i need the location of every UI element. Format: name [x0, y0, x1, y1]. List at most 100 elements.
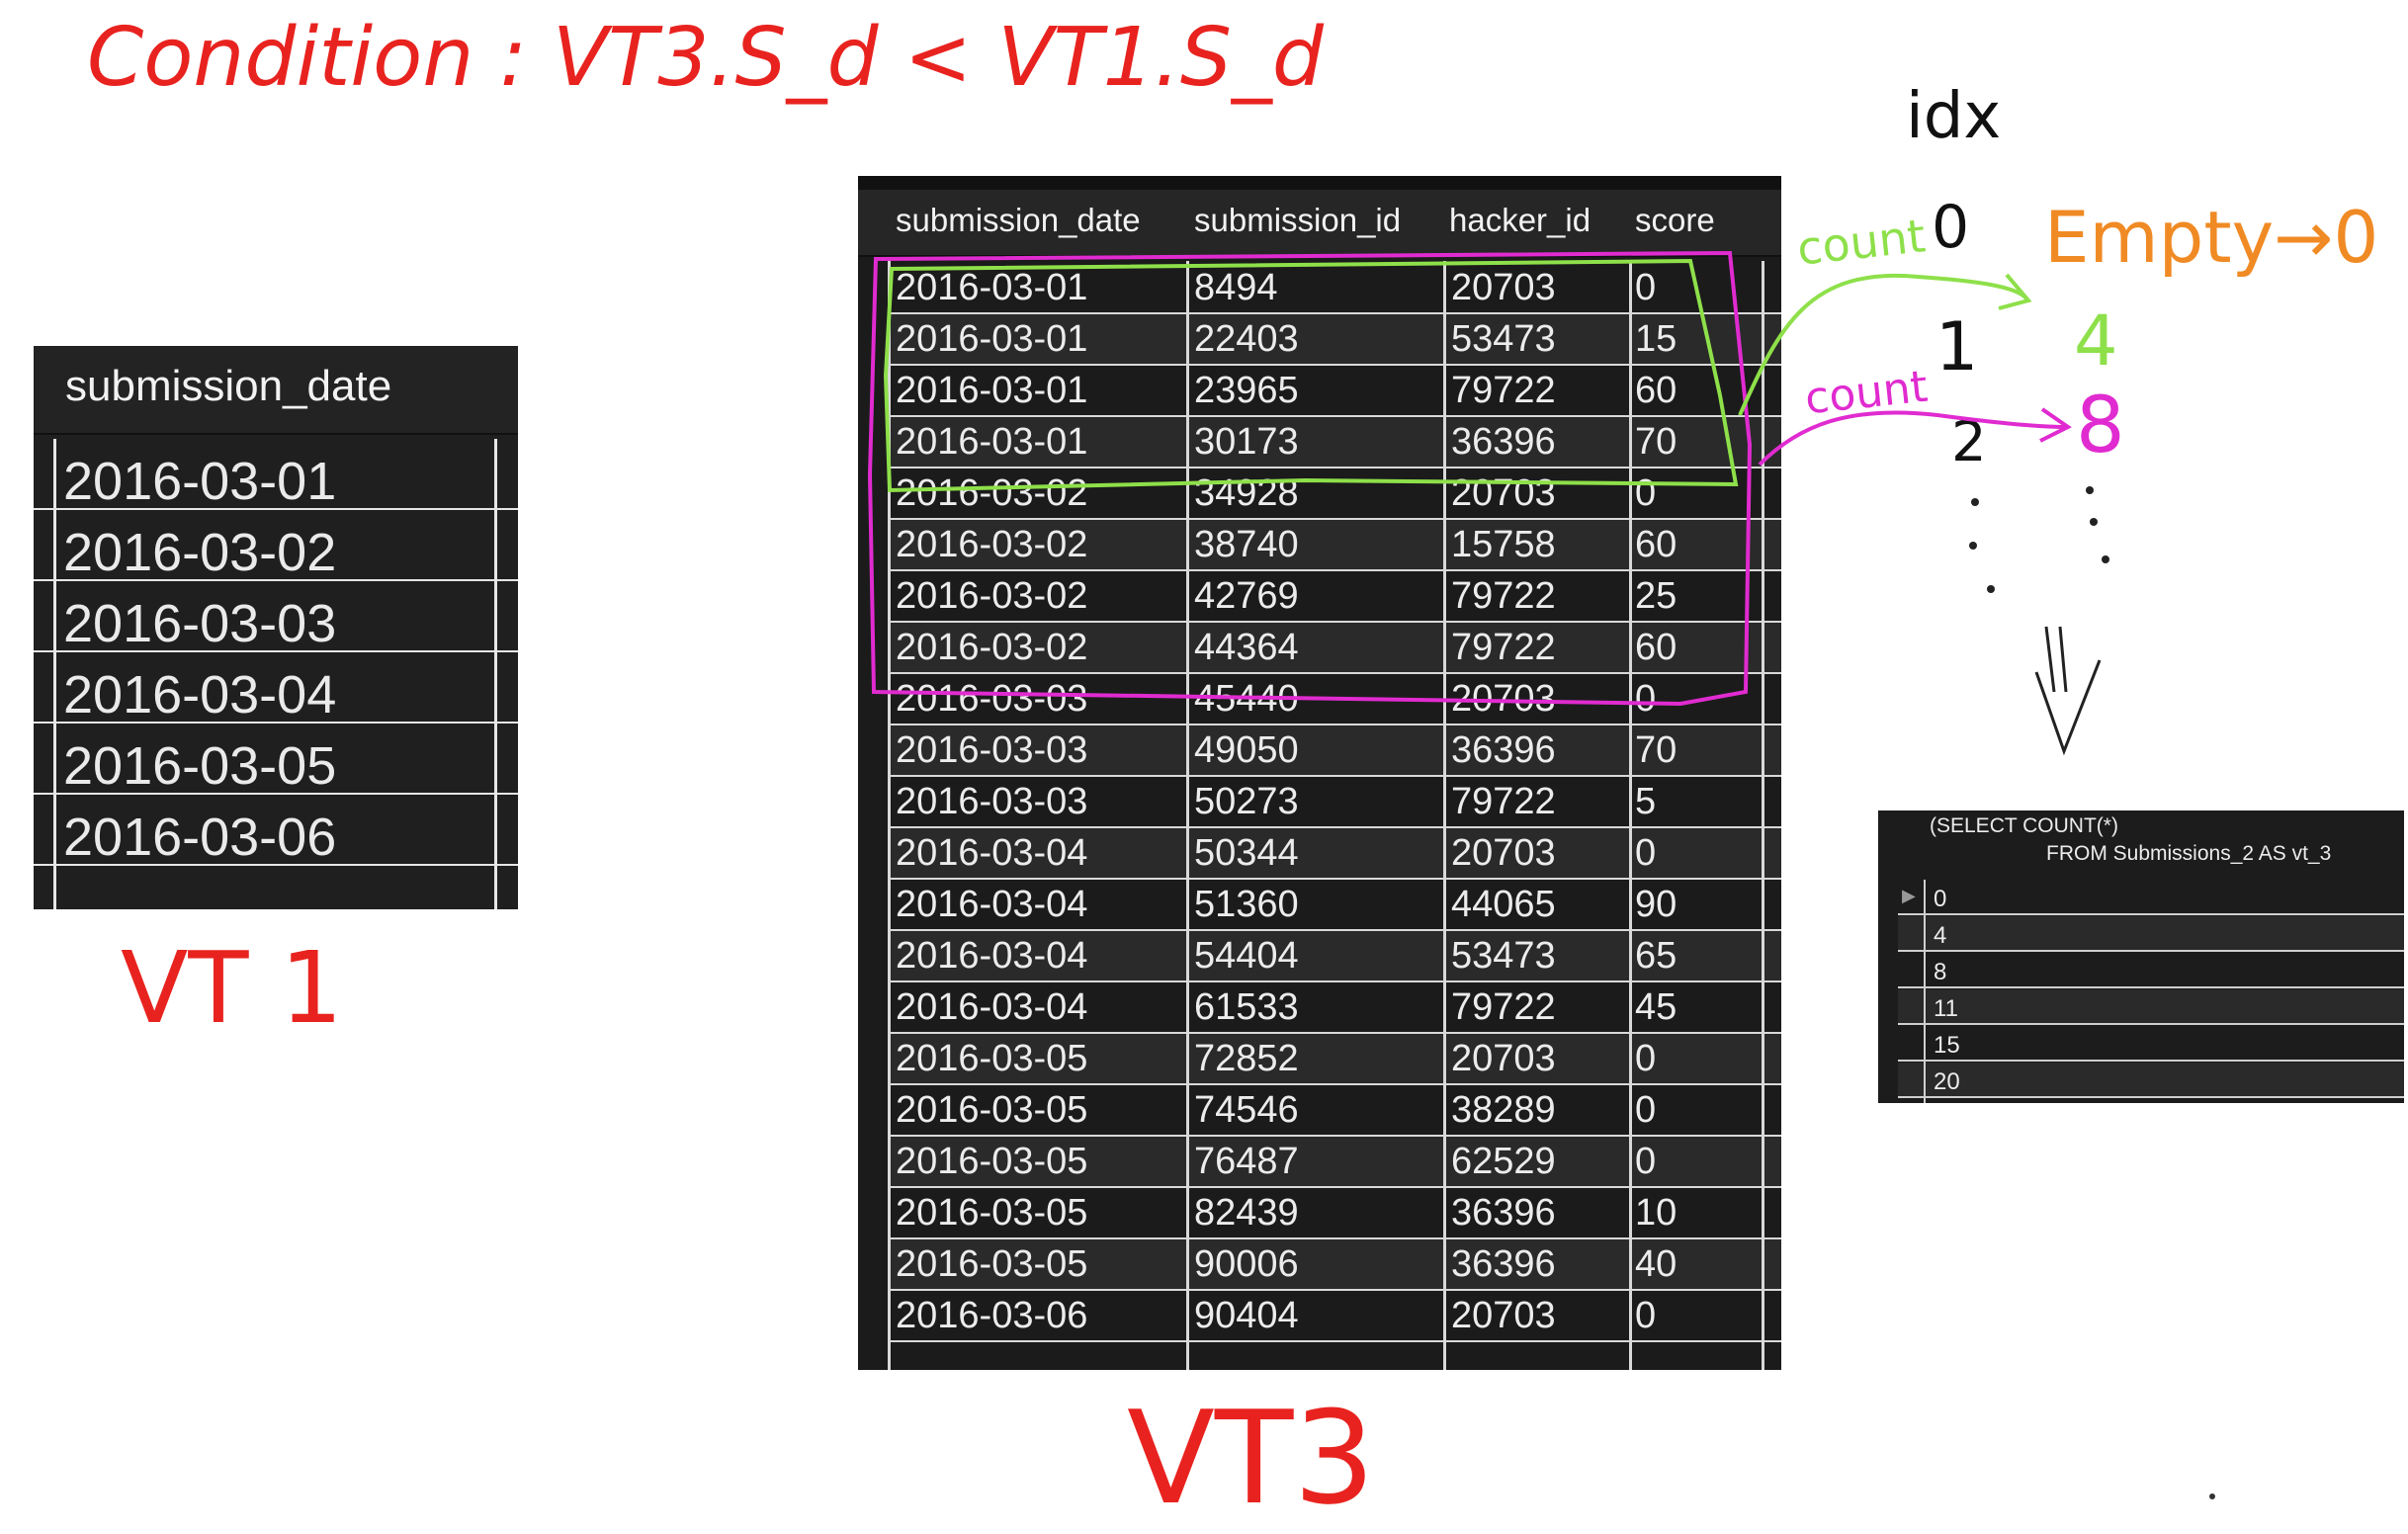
vt1-row[interactable]: 2016-03-01	[34, 439, 518, 511]
vt3-cell-submission-date: 2016-03-02	[896, 575, 1088, 617]
vt3-table: submission_date submission_id hacker_id …	[858, 176, 1781, 1370]
vt3-cell-hacker-id: 38289	[1451, 1089, 1556, 1131]
vt3-grid-line	[1443, 261, 1446, 1370]
vt3-cell-hacker-id: 79722	[1451, 370, 1556, 411]
count-row[interactable]: 0	[1898, 880, 2404, 915]
magenta-arrow	[1758, 410, 2067, 467]
vt3-cell-score: 60	[1635, 627, 1677, 668]
vt3-grid-line	[888, 261, 891, 1370]
vt3-cell-score: 40	[1635, 1243, 1677, 1285]
vt3-cell-hacker-id: 79722	[1451, 575, 1556, 617]
count-header-line1: (SELECT COUNT(*)	[1930, 814, 2118, 837]
vt3-cell-score: 10	[1635, 1192, 1677, 1234]
vt3-cell-hacker-id: 53473	[1451, 318, 1556, 360]
vt1-cell-date: 2016-03-02	[63, 523, 337, 582]
vt3-toolbar	[858, 176, 1781, 190]
vt3-cell-submission-id: 34928	[1194, 472, 1299, 514]
vt3-cell-hacker-id: 20703	[1451, 678, 1556, 720]
vt3-cell-score: 0	[1635, 1089, 1657, 1131]
stray-dot	[2209, 1493, 2215, 1499]
vt3-cell-score: 65	[1635, 935, 1677, 977]
vt3-label: VT3	[1127, 1383, 1376, 1533]
ellipsis-dot	[2086, 486, 2094, 494]
vt1-label: VT 1	[121, 930, 343, 1046]
ellipsis-dot	[2102, 555, 2109, 563]
vt3-header-submission-date[interactable]: submission_date	[896, 202, 1141, 238]
vt3-cell-hacker-id: 44065	[1451, 884, 1556, 925]
vt3-header-hacker-id[interactable]: hacker_id	[1449, 202, 1591, 238]
vt3-cell-score: 0	[1635, 832, 1657, 874]
vt1-row[interactable]: 2016-03-02	[34, 510, 518, 582]
count-row[interactable]: 15	[1898, 1026, 2404, 1062]
vt1-table: submission_date 2016-03-01 2016-03-02 2016…	[34, 346, 518, 909]
count-row[interactable]: 4	[1898, 916, 2404, 952]
vt3-cell-submission-date: 2016-03-02	[896, 472, 1088, 514]
vt3-cell-submission-id: 61533	[1194, 986, 1299, 1028]
vt1-grid-line	[494, 439, 497, 909]
vt3-cell-score: 0	[1635, 1295, 1657, 1336]
vt1-cell-date: 2016-03-01	[63, 452, 337, 511]
vt1-row[interactable]: 2016-03-06	[34, 795, 518, 867]
result-8: 8	[2076, 382, 2125, 470]
vt3-cell-score: 5	[1635, 781, 1657, 822]
vt3-cell-submission-id: 42769	[1194, 575, 1299, 617]
vt1-column-header: submission_date	[65, 362, 392, 410]
ellipsis-dot	[1971, 498, 1979, 506]
vt3-header-submission-id[interactable]: submission_id	[1194, 202, 1402, 238]
vt3-cell-submission-id: 82439	[1194, 1192, 1299, 1234]
vt3-cell-submission-id: 74546	[1194, 1089, 1299, 1131]
vt3-cell-submission-date: 2016-03-01	[896, 318, 1088, 360]
idx-0: 0	[1932, 193, 1970, 262]
vt3-cell-submission-date: 2016-03-04	[896, 884, 1088, 925]
vt1-header: submission_date	[34, 346, 518, 435]
vt3-grid-line	[1186, 261, 1189, 1370]
vt3-cell-submission-id: 22403	[1194, 318, 1299, 360]
vt1-cell-date: 2016-03-03	[63, 594, 337, 653]
vt3-cell-score: 0	[1635, 1038, 1657, 1079]
vt3-cell-hacker-id: 20703	[1451, 1295, 1556, 1336]
vt3-header-score[interactable]: score	[1635, 202, 1715, 238]
vt1-row[interactable]: 2016-03-04	[34, 652, 518, 724]
idx-label: idx	[1906, 80, 2002, 153]
vt3-cell-score: 0	[1635, 1141, 1657, 1182]
vt3-cell-submission-id: 23965	[1194, 370, 1299, 411]
vt3-cell-score: 0	[1635, 267, 1657, 308]
vt3-cell-hacker-id: 20703	[1451, 267, 1556, 308]
count-header-line2: FROM Submissions_2 AS vt_3	[2046, 842, 2332, 865]
vt3-cell-score: 60	[1635, 524, 1677, 565]
ellipsis-dot	[1969, 542, 1977, 550]
count-row[interactable]: 11	[1898, 989, 2404, 1025]
vt1-row[interactable]: 2016-03-03	[34, 581, 518, 653]
count-row[interactable]: 8	[1898, 953, 2404, 988]
vt3-cell-score: 60	[1635, 370, 1677, 411]
count-row[interactable]: 20	[1898, 1063, 2404, 1098]
count-annotation-1: count	[1802, 361, 1931, 425]
condition-annotation: Condition : VT3.S_d < VT1.S_d	[87, 11, 1324, 105]
vt3-cell-submission-date: 2016-03-02	[896, 627, 1088, 668]
vt3-cell-submission-id: 90006	[1194, 1243, 1299, 1285]
vt3-cell-hacker-id: 36396	[1451, 421, 1556, 463]
vt1-row[interactable]: 2016-03-05	[34, 724, 518, 796]
count-value: 15	[1934, 1032, 1960, 1059]
